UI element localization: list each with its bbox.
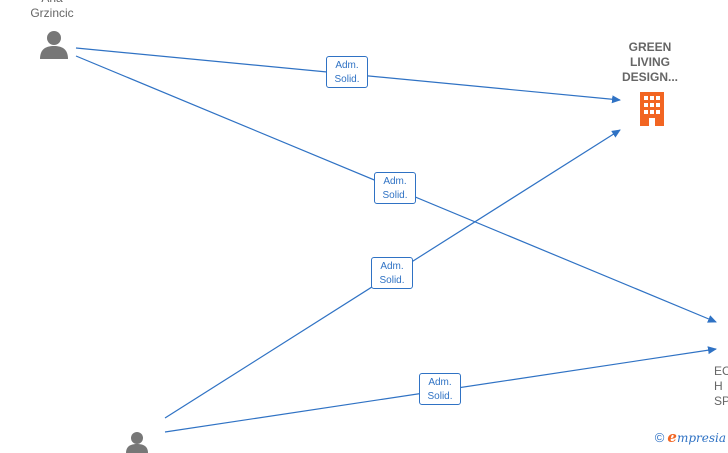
relation-badge[interactable]: Adm. Solid.	[374, 172, 416, 204]
relation-badge[interactable]: Adm. Solid.	[371, 257, 413, 289]
copyright-icon: ©	[654, 429, 665, 445]
company-name-label[interactable]: GREEN LIVING DESIGN...	[621, 40, 678, 84]
building-icon[interactable]	[636, 92, 668, 126]
person-name-label[interactable]: Ana Grzincic	[30, 0, 74, 20]
company-name-label[interactable]: EC H SP	[714, 364, 728, 408]
empresia-logo[interactable]: © empresia	[655, 428, 726, 446]
relation-badge[interactable]: Adm. Solid.	[419, 373, 461, 405]
brand-name: mpresia	[676, 431, 726, 445]
person-icon[interactable]	[38, 30, 70, 60]
brand-initial: e	[667, 428, 677, 446]
relation-badge[interactable]: Adm. Solid.	[326, 56, 368, 88]
